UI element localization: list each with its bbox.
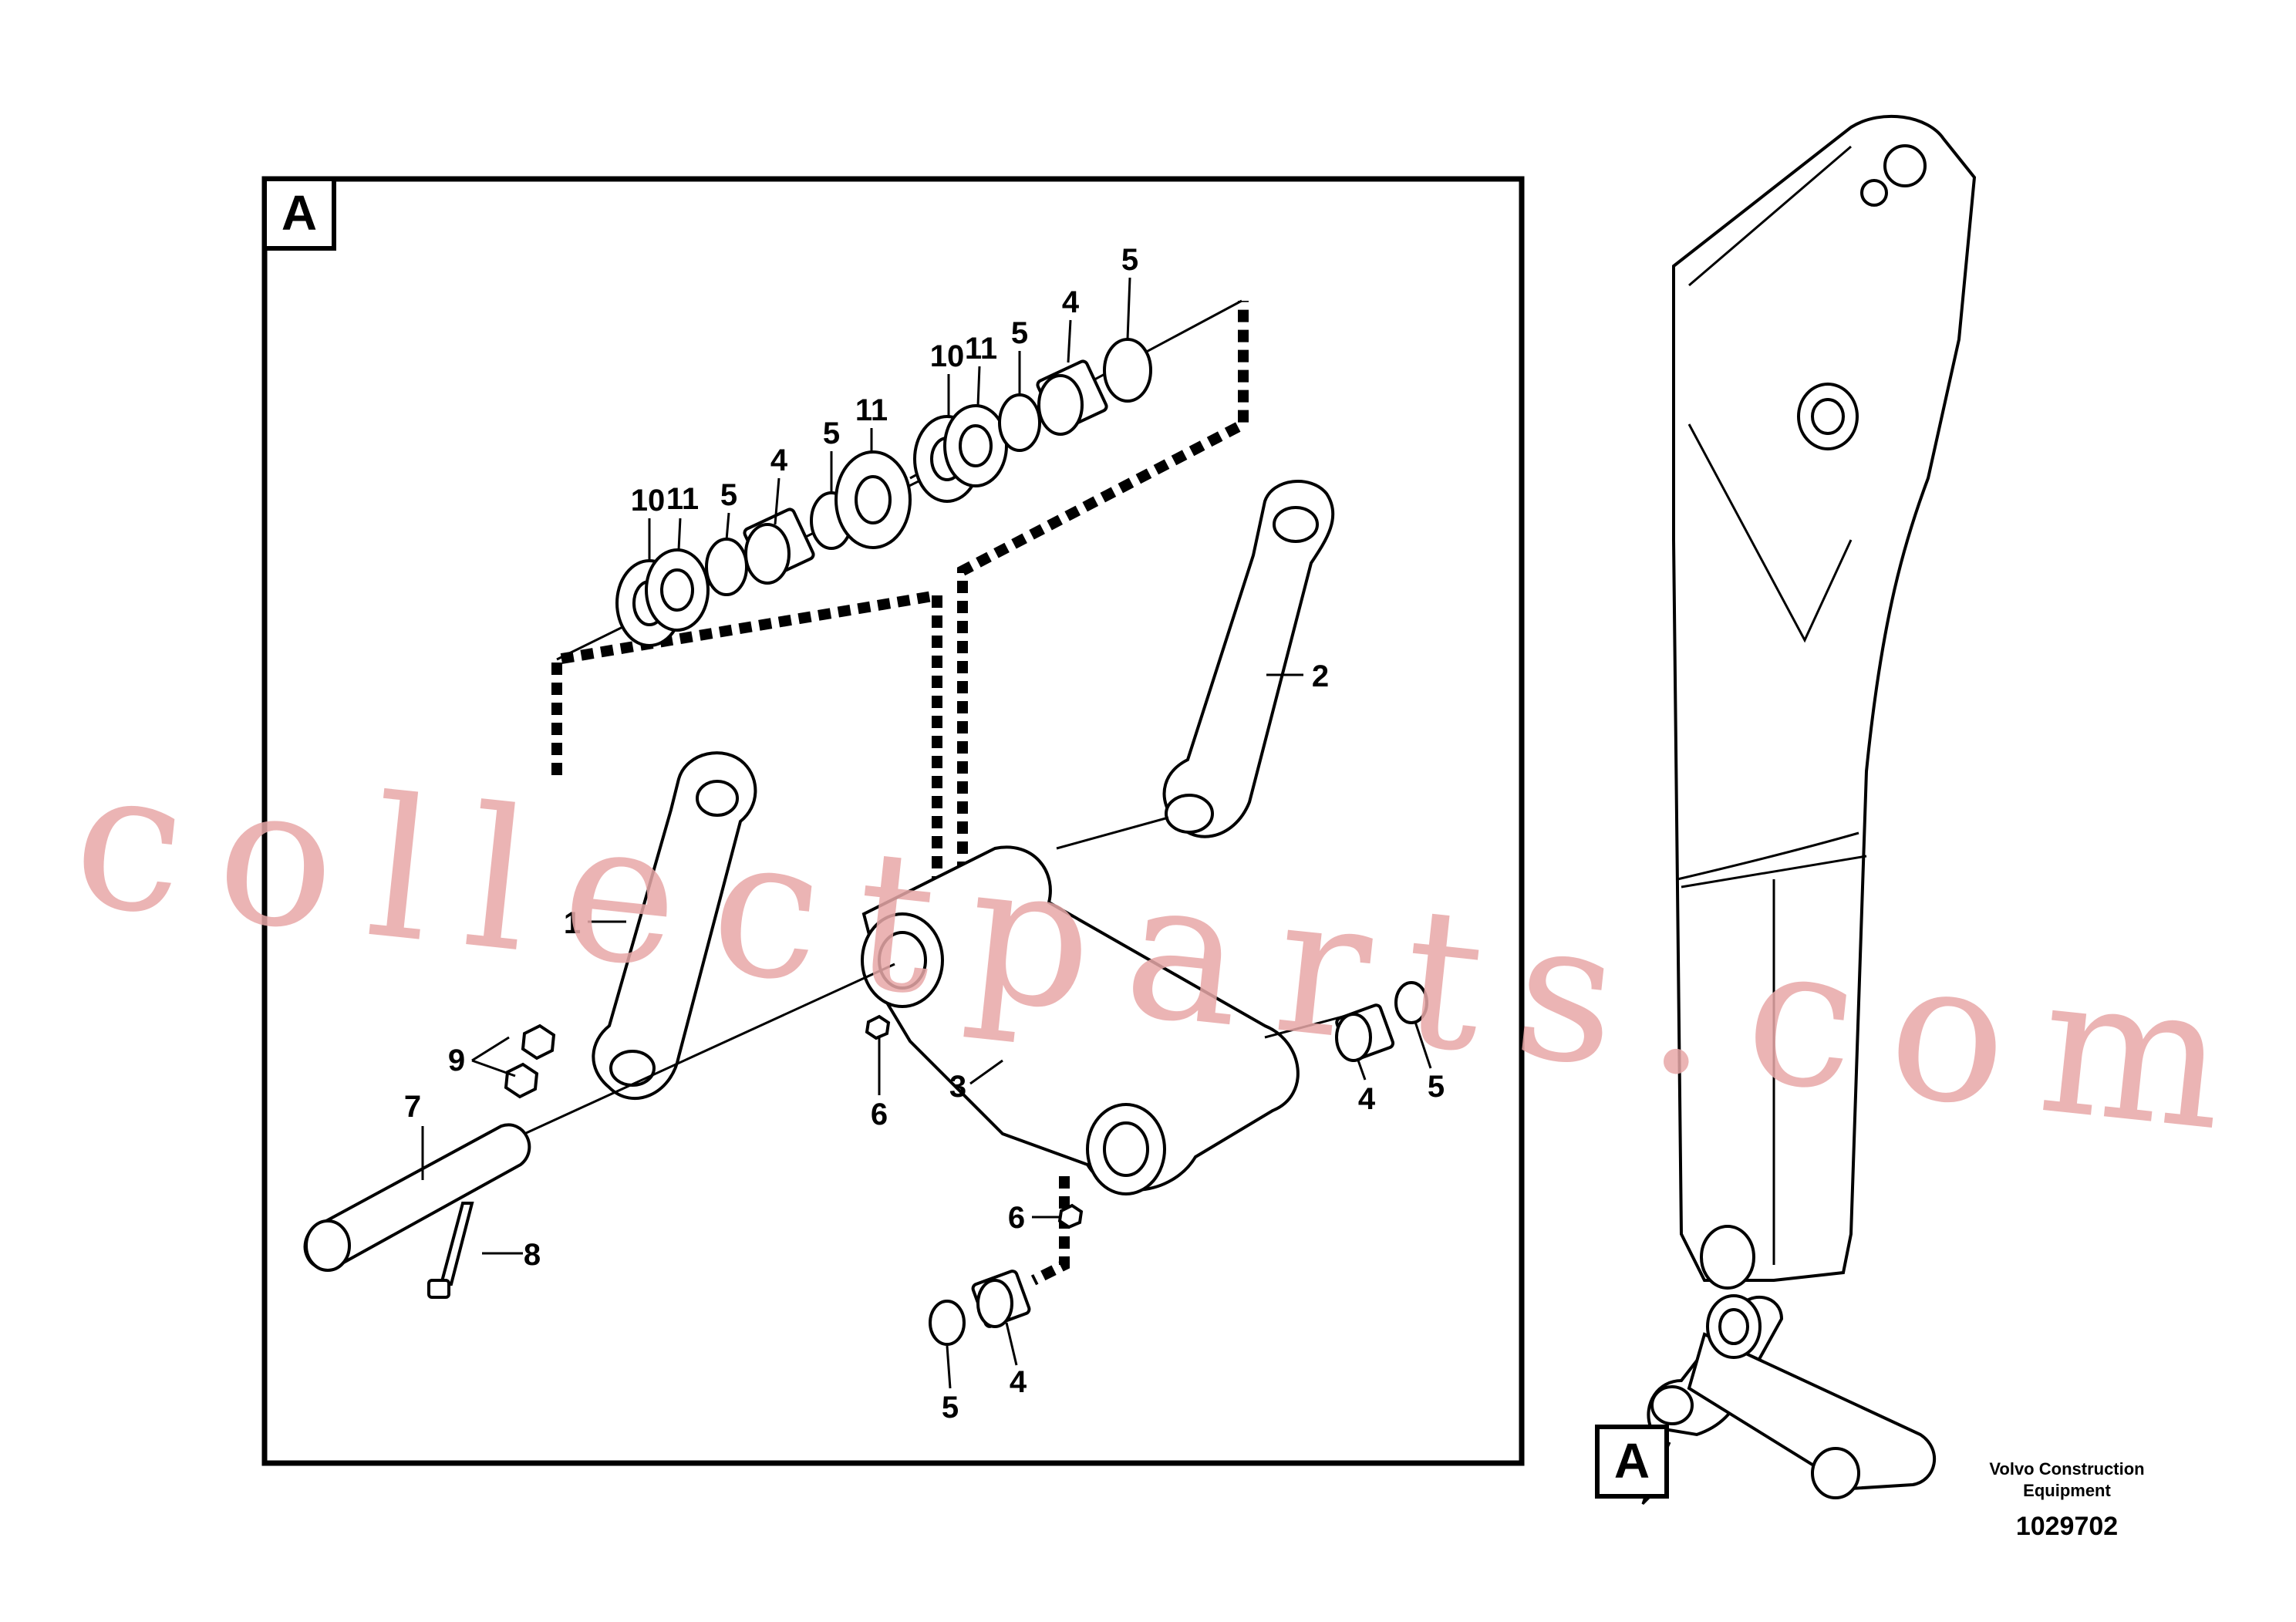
callout-4b: 4 <box>1010 1365 1027 1399</box>
detail-frame <box>261 176 1525 1466</box>
callout-9: 9 <box>448 1044 465 1077</box>
callout-10b: 10 <box>930 339 965 373</box>
callout-5c: 5 <box>720 478 737 512</box>
grease-fittings-part-6 <box>865 1014 1084 1229</box>
callout-4d: 4 <box>1062 285 1080 319</box>
callout-6b: 6 <box>1008 1201 1025 1235</box>
rocker-part-3 <box>861 816 1381 1195</box>
callout-5d: 5 <box>823 416 840 450</box>
callout-7: 7 <box>404 1090 421 1124</box>
callout-5a: 5 <box>1428 1070 1445 1104</box>
callout-1: 1 <box>564 906 581 940</box>
overview-marker-label: A <box>1614 1433 1650 1489</box>
callout-5b: 5 <box>942 1391 959 1425</box>
overview-marker-box <box>1595 1425 1669 1499</box>
callout-10a: 10 <box>631 484 666 518</box>
detail-marker-label: A <box>282 185 317 241</box>
arm-overview-drawing <box>1641 114 1977 1506</box>
upper-left-bushing-stack <box>556 450 973 661</box>
pin-part-7 <box>303 963 895 1272</box>
right-bushing-set <box>1335 981 1428 1062</box>
callout-5e: 5 <box>1011 316 1028 350</box>
callout-6a: 6 <box>871 1098 888 1131</box>
caption-company-line1: Volvo Construction <box>1989 1459 2144 1479</box>
detail-marker-box <box>262 177 336 251</box>
caption-drawing-number: 1029702 <box>2016 1512 2118 1541</box>
upper-right-bushing-stack <box>909 299 1242 503</box>
link-part-2 <box>1162 480 1335 838</box>
lower-bushing-set <box>929 1270 1031 1346</box>
callout-8: 8 <box>524 1238 541 1272</box>
bolt-part-8 <box>427 1202 474 1299</box>
callout-11a: 11 <box>666 482 699 516</box>
callout-2: 2 <box>1312 659 1329 693</box>
assembly-guides <box>551 301 1249 1286</box>
callout-3: 3 <box>949 1070 966 1104</box>
callout-11b: 11 <box>855 393 888 427</box>
callout-4a: 4 <box>1358 1082 1376 1116</box>
leader-lines <box>421 277 1432 1389</box>
caption-company-line2: Equipment <box>2023 1481 2111 1500</box>
link-part-1 <box>592 751 757 1101</box>
callout-labels: 1 2 3 9 7 8 6 6 4 5 4 5 10 11 5 4 5 11 1… <box>404 243 1445 1425</box>
callout-4c: 4 <box>770 443 788 477</box>
callout-11c: 11 <box>965 332 997 366</box>
nuts-part-9 <box>504 1023 556 1099</box>
callout-5f: 5 <box>1121 243 1138 277</box>
